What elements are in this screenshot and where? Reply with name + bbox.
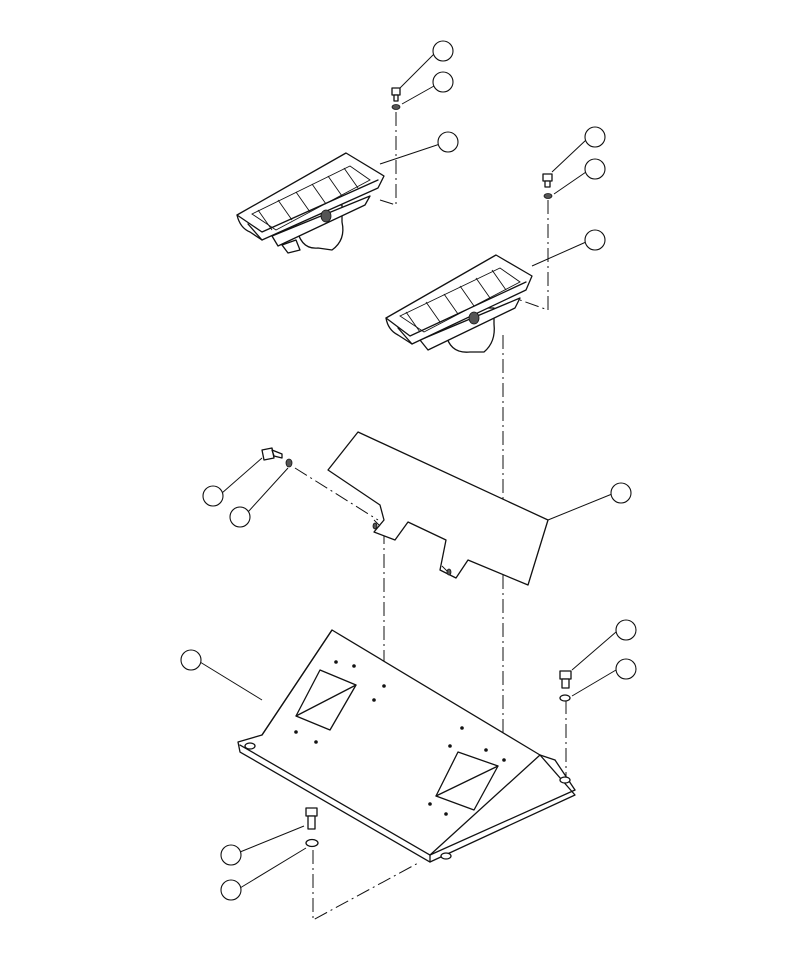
right-pedal [385, 254, 533, 353]
balloon-b9 [229, 506, 251, 528]
bolt-base-left [305, 807, 319, 848]
left-pedal [236, 152, 385, 254]
balloon-b2 [432, 71, 454, 93]
bolt-base-right [559, 670, 572, 702]
bolt-top-right [542, 173, 553, 199]
assembly-centerlines [294, 112, 567, 921]
washer-base-left [305, 838, 319, 848]
balloon-b8 [202, 485, 224, 507]
balloon-b6 [584, 229, 606, 251]
balloon-b11 [615, 658, 637, 680]
balloon-b10 [615, 619, 637, 641]
base-panel [237, 629, 576, 863]
bolt-top-left [391, 87, 401, 110]
leader-lines [199, 53, 617, 889]
balloon-b4 [584, 126, 606, 148]
washer-top-right [543, 193, 553, 199]
balloon-b12 [180, 649, 202, 671]
balloon-b3 [437, 131, 459, 153]
balloon-b7 [610, 482, 632, 504]
balloon-b1 [432, 40, 454, 62]
mounting-plate [327, 431, 549, 586]
callout-balloons [180, 40, 637, 901]
balloon-b5 [584, 158, 606, 180]
balloon-b14 [220, 879, 242, 901]
balloon-b13 [220, 844, 242, 866]
bolt-plate [261, 447, 293, 468]
washer-plate [285, 458, 293, 468]
washer-base-right [559, 694, 571, 702]
washer-top-left [391, 104, 401, 110]
